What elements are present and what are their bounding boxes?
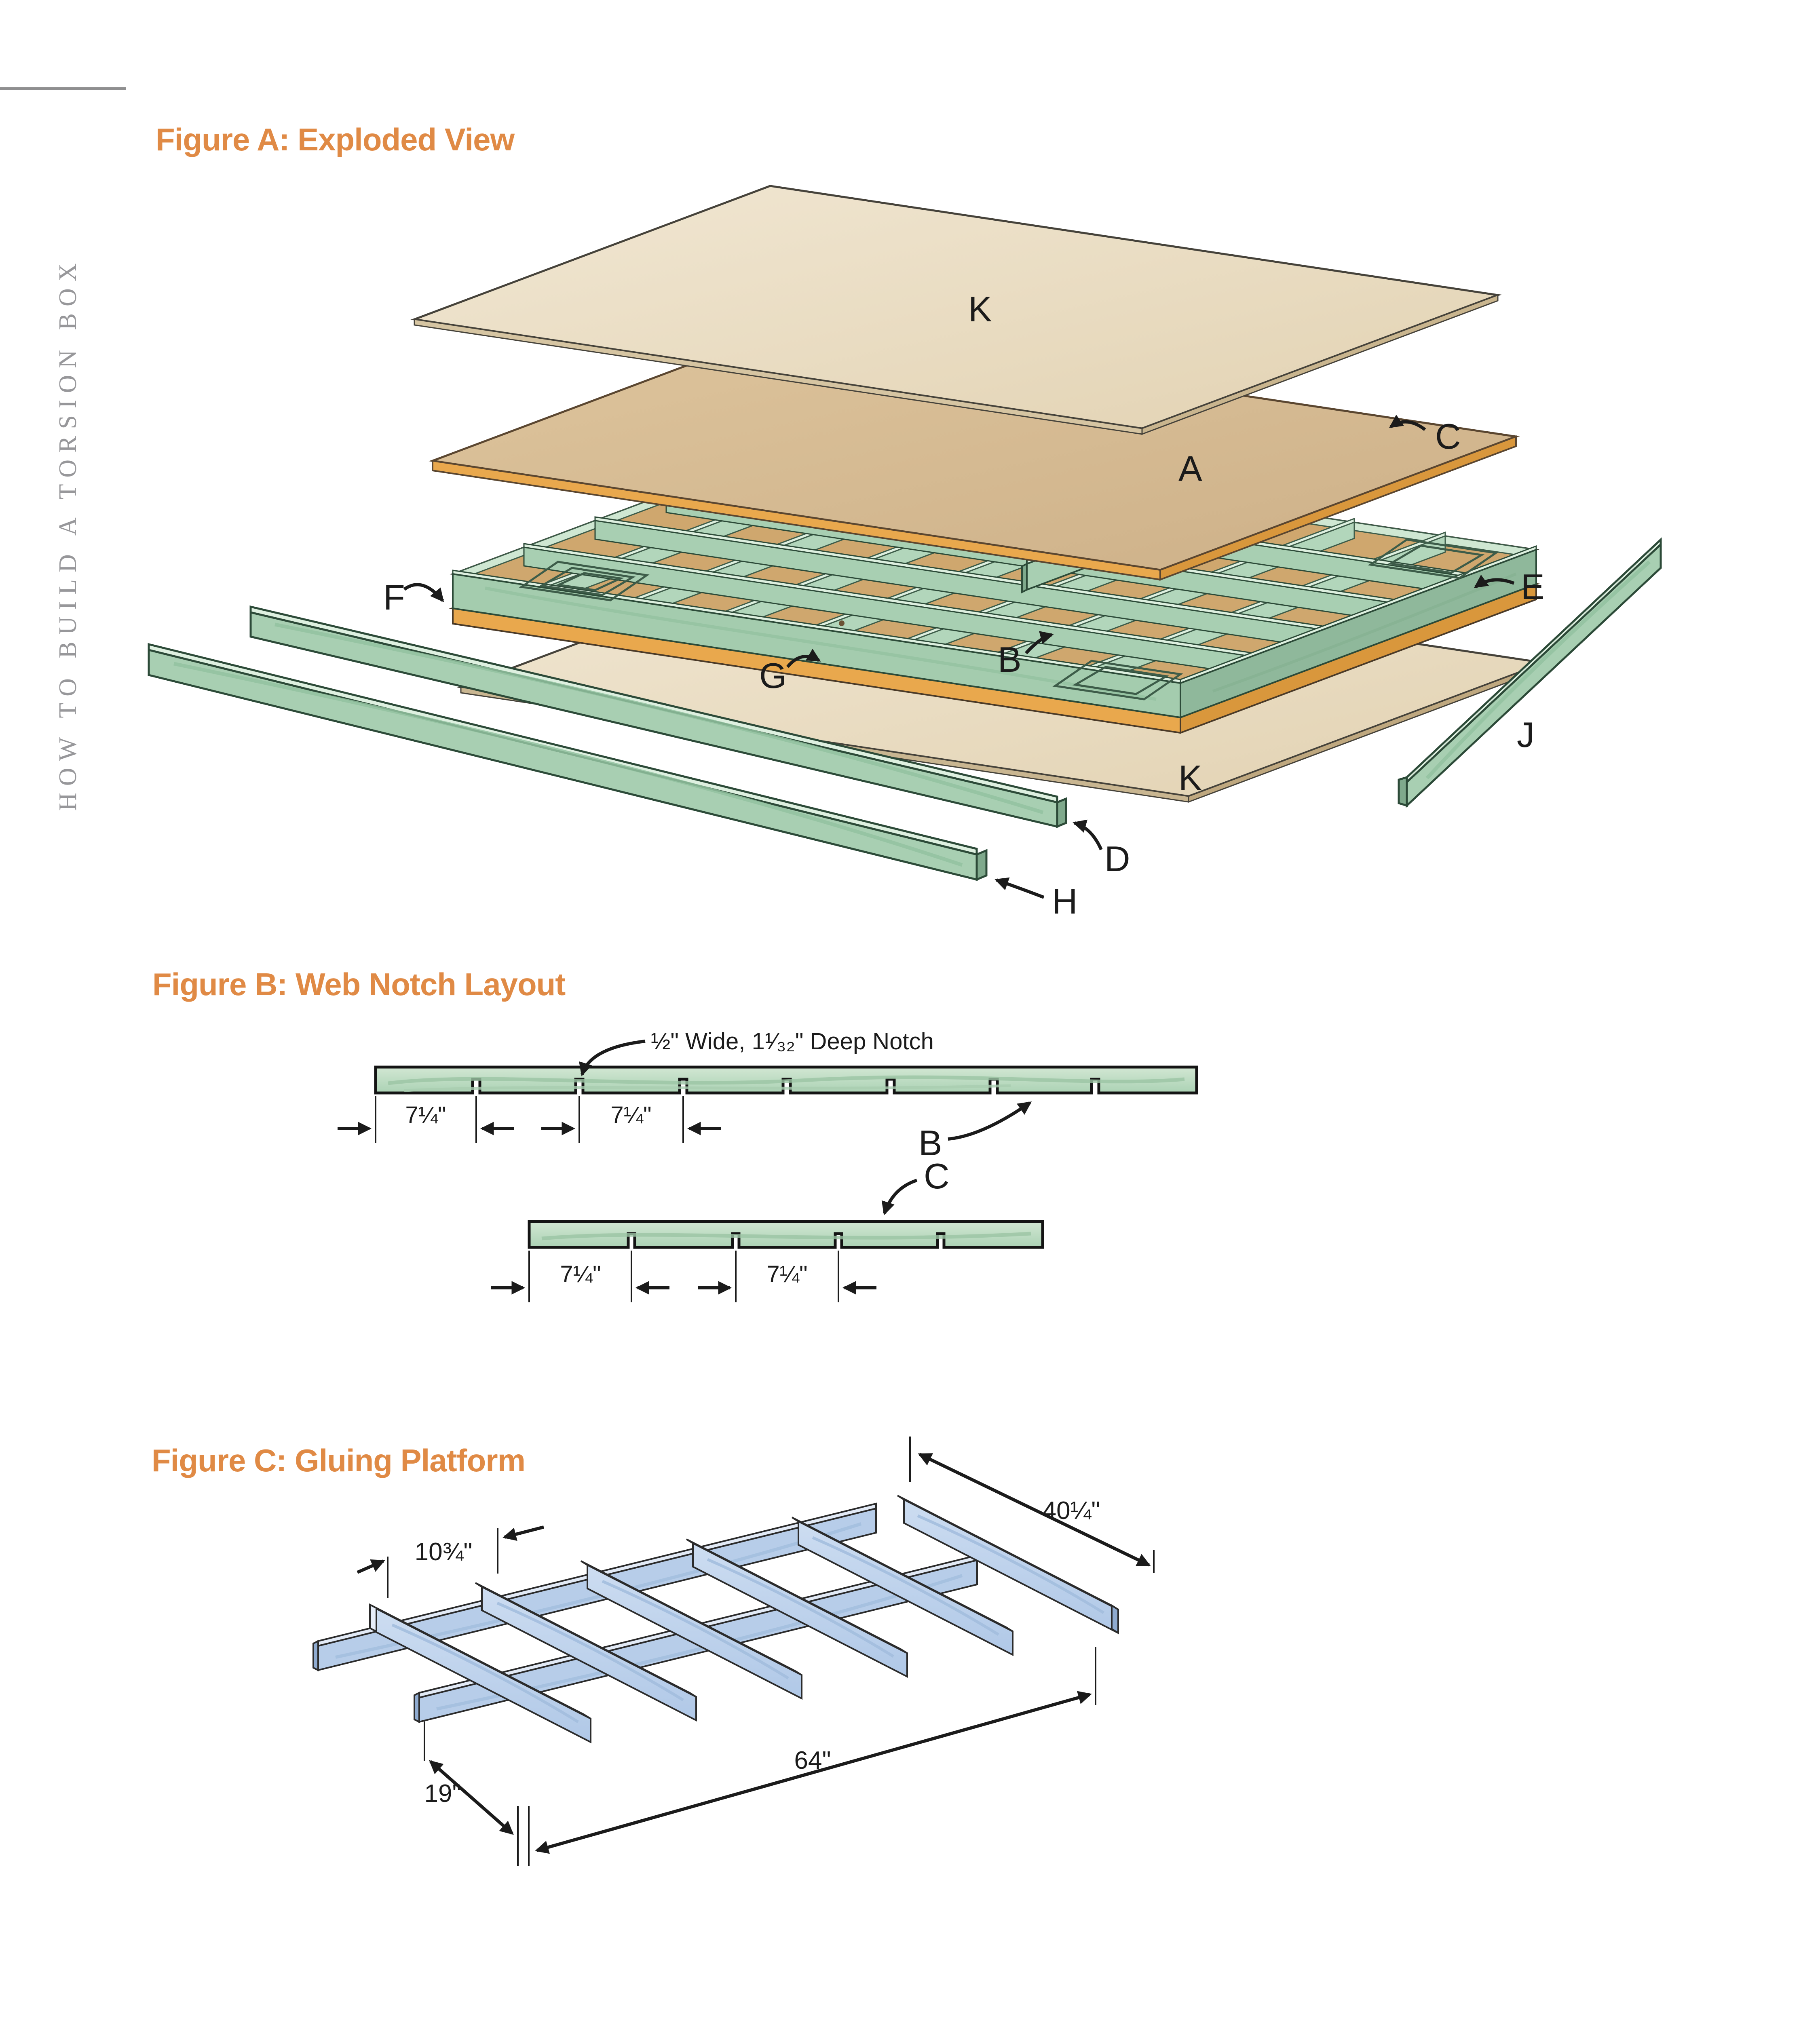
corner-blocks (519, 538, 1499, 700)
figure-a-illustration: K A C F E G B J K D H (148, 185, 1662, 921)
web-b-dimensions (338, 1096, 721, 1143)
figure-a-title: Figure A: Exploded View (156, 122, 515, 157)
dim-crosspiece-spacing: 10¾" (415, 1538, 473, 1566)
crosspiece-2 (475, 1582, 697, 1722)
dim-beam-spacing: 19" (424, 1780, 461, 1808)
crosspiece-5 (791, 1517, 1013, 1656)
part-label-h: H (1052, 881, 1078, 921)
dim-beam-length: 64" (794, 1747, 831, 1774)
web-b-arrow (948, 1101, 1032, 1141)
upper-skin-panel (429, 326, 1520, 581)
figure-c-title: Figure C: Gluing Platform (152, 1443, 526, 1478)
part-label-c: C (1435, 416, 1461, 456)
part-label-a: A (1178, 449, 1202, 489)
dim-b-2: 7¼" (610, 1102, 651, 1128)
part-label-j: J (1517, 715, 1535, 755)
crosspiece-4 (686, 1538, 908, 1678)
part-label-e: E (1521, 567, 1545, 607)
screw-dot (839, 620, 845, 626)
web-c-arrow (881, 1179, 918, 1215)
dim-b-1: 7¼" (405, 1102, 446, 1128)
part-label-f: F (383, 577, 405, 617)
figure-c-illustration: 40¼" 10¾" 64" 19" (312, 1437, 1155, 1866)
part-label-b: B (998, 639, 1022, 679)
part-label-k-top: K (968, 289, 992, 329)
top-rule (0, 87, 126, 90)
web-b-bar (374, 1065, 1198, 1095)
rail-d (249, 605, 1067, 828)
web-b-label: B (918, 1123, 942, 1163)
web-c-dimensions (491, 1251, 876, 1302)
figure-c-dimensions (357, 1437, 1155, 1866)
web-c-bar (528, 1220, 1044, 1249)
top-skin-panel (410, 185, 1502, 435)
rail-h (148, 643, 988, 881)
figure-b-illustration: ½" Wide, 1¹⁄₃₂" Deep Notch 7¼" 7¼" B C 7… (338, 1028, 1198, 1302)
label-arrows (403, 414, 1515, 899)
torsion-box-core (449, 424, 1540, 734)
rim-frame (452, 545, 1537, 719)
dim-crosspiece-length: 40¼" (1043, 1497, 1100, 1525)
rail-j (1398, 537, 1662, 808)
notch-callout-arrow (579, 1040, 646, 1076)
dim-c-1: 7¼" (560, 1261, 601, 1287)
figure-b-title: Figure B: Web Notch Layout (152, 966, 566, 1002)
notch-callout: ½" Wide, 1¹⁄₃₂" Deep Notch (651, 1028, 934, 1055)
part-label-k-bottom: K (1178, 758, 1202, 798)
part-label-d: D (1104, 839, 1130, 879)
dim-c-2: 7¼" (766, 1261, 807, 1287)
part-label-g: G (759, 656, 787, 696)
web-c-label: C (924, 1156, 950, 1196)
sidebar-vertical-title: HOW TO BUILD A TORSION BOX (54, 256, 82, 811)
